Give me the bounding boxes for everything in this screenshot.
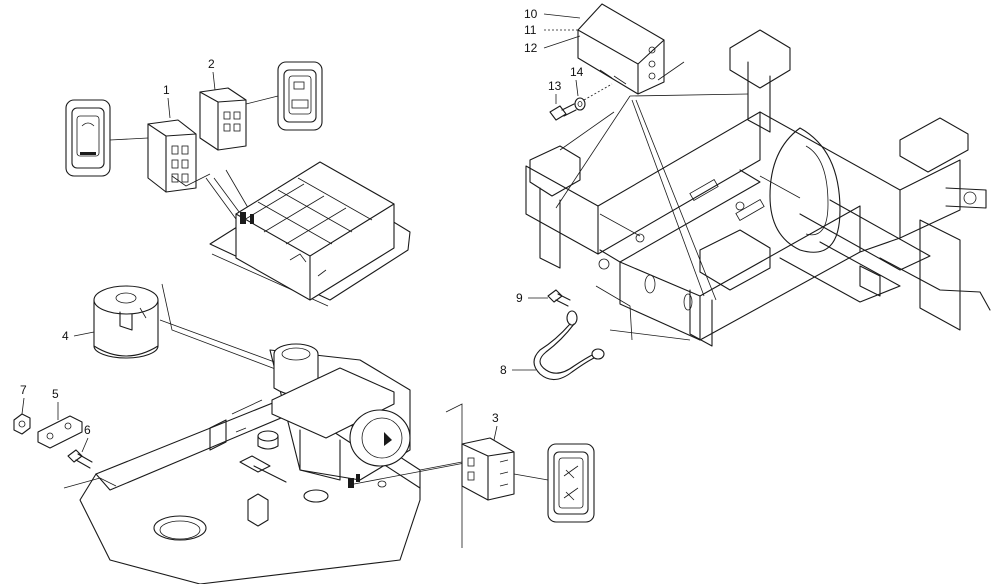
operator-platform xyxy=(79,343,421,584)
callout-13: 13 xyxy=(548,79,562,93)
control-unit-housing xyxy=(209,161,411,307)
callout-12: 12 xyxy=(524,41,538,55)
switch-3-connector-body xyxy=(461,437,515,501)
callout-4: 4 xyxy=(62,329,69,343)
callout-11: 11 xyxy=(524,23,537,37)
callout-9: 9 xyxy=(516,291,523,305)
bolt-6 xyxy=(67,449,93,469)
callout-5: 5 xyxy=(52,387,59,401)
ground-cable-8 xyxy=(533,310,605,381)
chassis-frame xyxy=(525,29,991,347)
mount-4 xyxy=(93,285,159,359)
switch-1-connector-body xyxy=(147,119,197,193)
callout-7: 7 xyxy=(20,383,27,397)
callout-6: 6 xyxy=(84,423,91,437)
callout-1: 1 xyxy=(163,83,170,97)
callout-3: 3 xyxy=(492,411,499,425)
rocker-switch-2-face xyxy=(277,61,323,131)
rocker-switch-3-face xyxy=(547,443,595,523)
bracket-5 xyxy=(37,415,83,449)
washer-14 xyxy=(574,97,586,111)
module-10-11-12 xyxy=(577,3,665,95)
nut-7 xyxy=(13,413,31,435)
callout-2: 2 xyxy=(208,57,215,71)
callout-14: 14 xyxy=(570,65,584,79)
callout-10: 10 xyxy=(524,7,538,21)
bolt-13 xyxy=(549,103,577,121)
bolt-9 xyxy=(547,289,571,307)
callout-8: 8 xyxy=(500,363,507,377)
switch-2-connector-body xyxy=(199,87,247,151)
rocker-switch-1-face xyxy=(65,99,111,177)
